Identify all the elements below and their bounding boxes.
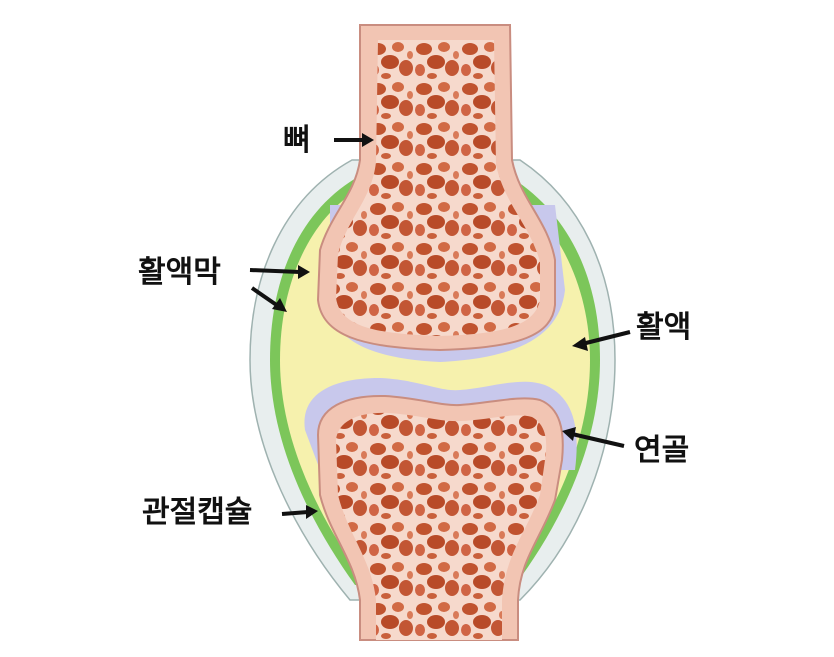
arrow-synovial-fluid (581, 330, 631, 346)
arrow-synovial-membrane-1 (249, 268, 301, 274)
arrow-cartilage (571, 432, 625, 448)
arrows (249, 133, 631, 519)
lower-bone-spongy (336, 412, 547, 640)
arrowhead-synovial-fluid (572, 337, 588, 351)
arrow-synovial-membrane-2 (250, 286, 280, 308)
upper-bone-spongy (336, 40, 540, 336)
arrow-joint-capsule (281, 510, 309, 516)
label-bone: 뼈 (283, 123, 311, 158)
arrowhead-joint-capsule (306, 505, 318, 519)
label-cartilage: 연골 (634, 433, 690, 468)
label-synovial-fluid: 활액 (636, 310, 692, 345)
arrowhead-synovial-membrane-1 (298, 265, 310, 279)
label-joint-capsule: 관절캡슐 (142, 495, 253, 530)
label-synovial-membrane: 활액막 (138, 255, 221, 290)
arrowhead-cartilage (562, 427, 576, 441)
arrowhead-bone (362, 133, 374, 147)
arrowhead-synovial-membrane-2 (272, 298, 287, 312)
